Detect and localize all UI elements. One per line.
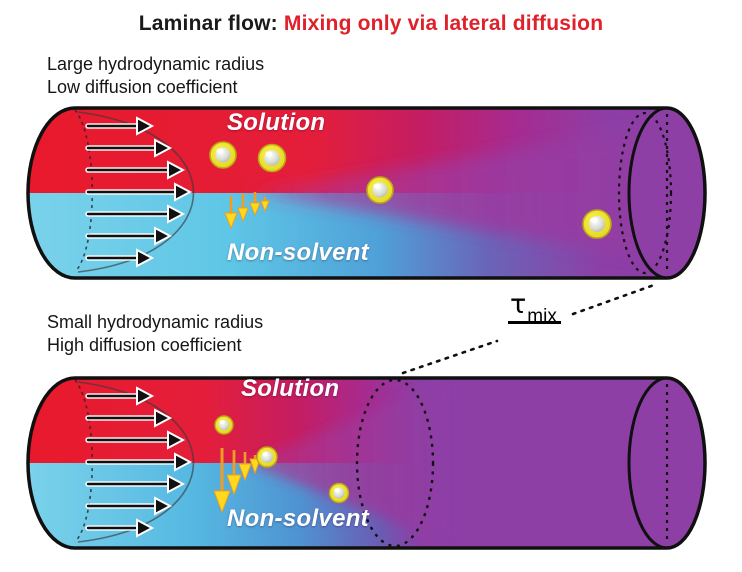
caption-line: High diffusion coefficient xyxy=(47,335,242,355)
particles-bottom xyxy=(214,415,350,504)
velocity-profile-top xyxy=(85,116,193,268)
title-red: Mixing only via lateral diffusion xyxy=(277,12,604,35)
velocity-arrow xyxy=(85,408,173,428)
velocity-arrow xyxy=(85,496,173,516)
mixing-wedge-top xyxy=(250,122,690,264)
particle-icon xyxy=(328,482,350,504)
caption-line: Large hydrodynamic radius xyxy=(47,54,265,74)
velocity-arrow xyxy=(85,138,173,158)
page-title: Laminar flow: Mixing only via lateral di… xyxy=(0,12,742,36)
mixing-plane-dashed-ellipse-top xyxy=(617,111,673,275)
diffusion-arrow-icon xyxy=(213,448,231,514)
solution-label-top: Solution xyxy=(227,109,326,136)
diffusion-arrow-icon xyxy=(238,452,252,482)
caption-line: Small hydrodynamic radius xyxy=(47,312,264,332)
title-black: Laminar flow: xyxy=(138,12,278,35)
particles-top xyxy=(209,141,612,239)
velocity-arrow xyxy=(85,474,186,494)
diffusion-arrow-icon xyxy=(249,192,261,217)
velocity-profile-bottom xyxy=(85,386,193,538)
nonsolvent-label-bottom: Non-solvent xyxy=(227,505,369,532)
caption-line: Low diffusion coefficient xyxy=(47,77,238,97)
tube-outline-top xyxy=(26,106,707,280)
velocity-arrow xyxy=(85,226,173,246)
diffusion-arrows-top xyxy=(224,192,270,230)
mixing-wedge-bottom xyxy=(245,386,440,540)
diffusion-arrow-icon xyxy=(226,450,242,496)
velocity-arrow xyxy=(85,386,155,406)
velocity-arrow xyxy=(85,248,155,268)
caption-bottom-tube: Small hydrodynamic radius High diffusion… xyxy=(47,311,263,357)
velocity-arrow xyxy=(85,160,186,180)
tube-top xyxy=(26,106,707,280)
particle-icon xyxy=(257,143,287,173)
tau-mix-label: τmix xyxy=(508,289,561,327)
particle-icon xyxy=(366,176,394,204)
mixing-plane-dashed-ellipse-bottom xyxy=(355,378,435,548)
tau-mix-pointer-dashed-line xyxy=(401,283,656,375)
diffusion-arrow-icon xyxy=(249,455,261,475)
velocity-arrow xyxy=(85,430,186,450)
diffusion-arrow-icon xyxy=(224,196,238,230)
nonsolvent-label-top: Non-solvent xyxy=(227,239,369,266)
particle-icon xyxy=(214,415,234,435)
tube-bottom xyxy=(26,376,707,550)
tube-outline-bottom xyxy=(26,376,707,550)
velocity-arrow xyxy=(85,116,155,136)
velocity-arrow xyxy=(85,182,193,202)
velocity-arrow xyxy=(85,518,155,538)
velocity-arrow xyxy=(85,204,186,224)
particle-icon xyxy=(582,209,612,239)
particle-icon xyxy=(256,446,278,468)
diffusion-arrow-icon xyxy=(260,197,270,213)
tau-subscript: mix xyxy=(527,306,557,327)
solution-label-bottom: Solution xyxy=(241,375,340,402)
velocity-arrow xyxy=(85,452,193,472)
tau-symbol: τ xyxy=(510,289,527,320)
particle-icon xyxy=(209,141,237,169)
caption-top-tube: Large hydrodynamic radius Low diffusion … xyxy=(47,53,264,99)
diffusion-arrows-bottom xyxy=(213,448,261,514)
diffusion-arrow-icon xyxy=(237,194,249,223)
